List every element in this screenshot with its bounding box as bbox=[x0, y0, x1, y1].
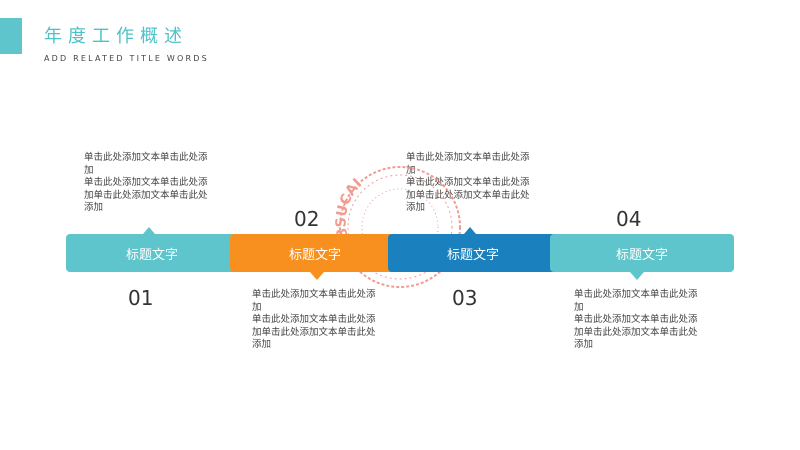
watermark-stamp: 888SUCAI bbox=[335, 166, 461, 288]
description-line: 单击此处添加文本单击此处添加 bbox=[406, 152, 530, 176]
segment-label: 标题文字 bbox=[446, 247, 499, 263]
page-title: 年度工作概述 bbox=[44, 26, 188, 47]
page-subtitle: ADD RELATED TITLE WORDS bbox=[44, 54, 209, 63]
pointer-up-marker bbox=[464, 227, 476, 234]
timeline-number-1: 01 bbox=[128, 286, 154, 310]
segment-label: 标题文字 bbox=[615, 247, 668, 263]
timeline-number-4: 04 bbox=[616, 207, 642, 231]
timeline-segment-1[interactable]: 标题文字 bbox=[66, 234, 238, 272]
pointer-up-marker bbox=[143, 227, 155, 234]
timeline-description-1[interactable]: 单击此处添加文本单击此处添加 单击此处添加文本单击此处添加单击此处添加文本单击此… bbox=[84, 152, 212, 215]
description-line: 单击此处添加文本单击此处添加单击此处添加文本单击此处添加 bbox=[252, 314, 376, 350]
timeline-description-2[interactable]: 单击此处添加文本单击此处添加 单击此处添加文本单击此处添加单击此处添加文本单击此… bbox=[252, 289, 380, 352]
timeline-segment-3[interactable]: 标题文字 bbox=[388, 234, 558, 272]
timeline-description-3[interactable]: 单击此处添加文本单击此处添加 单击此处添加文本单击此处添加单击此处添加文本单击此… bbox=[406, 152, 534, 215]
description-line: 单击此处添加文本单击此处添加单击此处添加文本单击此处添加 bbox=[84, 177, 208, 213]
description-line: 单击此处添加文本单击此处添加单击此处添加文本单击此处添加 bbox=[406, 177, 530, 213]
segment-label: 标题文字 bbox=[125, 247, 178, 263]
description-line: 单击此处添加文本单击此处添加单击此处添加文本单击此处添加 bbox=[574, 314, 698, 350]
description-line: 单击此处添加文本单击此处添加 bbox=[252, 289, 376, 313]
pointer-down-marker bbox=[310, 272, 324, 280]
timeline-description-4[interactable]: 单击此处添加文本单击此处添加 单击此处添加文本单击此处添加单击此处添加文本单击此… bbox=[574, 289, 702, 352]
timeline-number-2: 02 bbox=[294, 207, 320, 231]
timeline-number-3: 03 bbox=[452, 286, 478, 310]
segment-label: 标题文字 bbox=[288, 247, 341, 263]
description-line: 单击此处添加文本单击此处添加 bbox=[84, 152, 208, 176]
description-line: 单击此处添加文本单击此处添加 bbox=[574, 289, 698, 313]
timeline-segment-2[interactable]: 标题文字 bbox=[230, 234, 400, 272]
pointer-down-marker bbox=[630, 272, 644, 280]
header-accent-block bbox=[0, 18, 22, 54]
timeline-segment-4[interactable]: 标题文字 bbox=[550, 234, 734, 272]
